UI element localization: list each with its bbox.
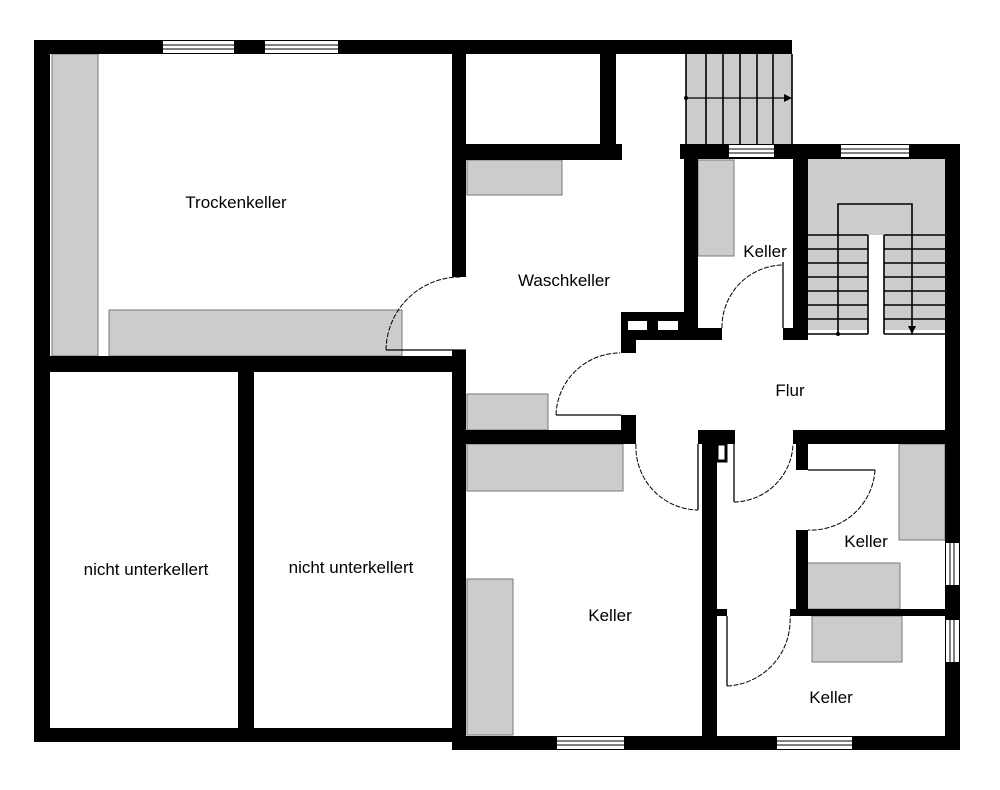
window bbox=[946, 543, 959, 585]
room-label-nicht-unterkellert-2: nicht unterkellert bbox=[289, 558, 414, 577]
window bbox=[557, 737, 624, 749]
room-label-nicht-unterkellert-1: nicht unterkellert bbox=[84, 560, 209, 579]
room-labels: Trockenkeller Waschkeller Keller Flur ni… bbox=[84, 193, 888, 707]
door-keller-large bbox=[635, 443, 699, 511]
window bbox=[265, 41, 338, 53]
window bbox=[729, 145, 774, 157]
window bbox=[841, 145, 909, 157]
room-label-waschkeller: Waschkeller bbox=[518, 271, 610, 290]
window bbox=[163, 41, 234, 53]
window bbox=[777, 737, 852, 749]
furniture bbox=[51, 53, 946, 736]
window bbox=[946, 620, 959, 662]
room-label-keller-large: Keller bbox=[588, 606, 632, 625]
staircase bbox=[808, 158, 945, 336]
door-corridor bbox=[733, 443, 794, 503]
room-label-flur: Flur bbox=[775, 381, 805, 400]
room-label-keller-small: Keller bbox=[743, 242, 787, 261]
door-keller-small bbox=[721, 262, 784, 329]
room-label-trockenkeller: Trockenkeller bbox=[185, 193, 287, 212]
door-keller-right-lower bbox=[726, 615, 791, 687]
door-trocken-wasch bbox=[385, 276, 466, 351]
door-wasch-flur bbox=[555, 352, 621, 416]
doors bbox=[385, 262, 876, 687]
room-label-keller-right-upper: Keller bbox=[844, 532, 888, 551]
room-label-keller-right-lower: Keller bbox=[809, 688, 853, 707]
door-keller-right-upper bbox=[807, 469, 876, 531]
outdoor-stairs bbox=[684, 54, 793, 144]
windows bbox=[163, 41, 959, 749]
